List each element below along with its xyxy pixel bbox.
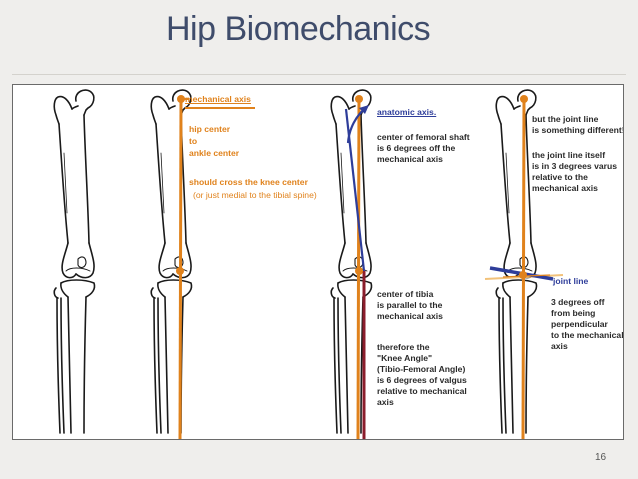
- femoral-shaft-label: is 6 degrees off the: [377, 143, 456, 153]
- leg-axes-figure: mechanical axis hip center to ankle cent…: [12, 84, 624, 440]
- leg-bone-mechanical: [150, 89, 193, 434]
- femoral-shaft-label: center of femoral shaft: [377, 132, 470, 142]
- joint-line-varus-label: mechanical axis: [532, 183, 598, 193]
- page-number: 16: [595, 452, 607, 463]
- to-label: to: [189, 136, 198, 146]
- knee-angle-label: axis: [377, 397, 394, 407]
- joint-line-intro: but the joint line: [532, 114, 599, 124]
- femoral-shaft-label: mechanical axis: [377, 154, 443, 164]
- three-degrees-label: axis: [551, 341, 568, 351]
- joint-line-varus-label: relative to the: [532, 172, 588, 182]
- title-divider: [12, 74, 626, 75]
- mechanical-axis-label: mechanical axis: [185, 94, 251, 104]
- knee-angle-label: is 6 degrees of valgus: [377, 375, 467, 385]
- joint-line-varus-label: the joint line itself: [532, 150, 606, 160]
- knee-angle-label: (Tibio-Femoral Angle): [377, 364, 466, 374]
- joint-line-label: joint line: [553, 276, 589, 286]
- three-degrees-label: perpendicular: [551, 319, 608, 329]
- tibial-spine-note: (or just medial to the tibial spine): [193, 190, 317, 200]
- leg-bone-joint-line: [495, 89, 538, 434]
- knee-angle-label: relative to mechanical: [377, 386, 467, 396]
- three-degrees-label: from being: [551, 308, 596, 318]
- hip-center-dot: [177, 95, 185, 103]
- tibia-center-label: mechanical axis: [377, 311, 443, 321]
- knee-center-dot: [176, 267, 184, 275]
- knee-angle-label: therefore the: [377, 342, 430, 352]
- joint-line-intro: is something different!: [532, 125, 624, 135]
- three-degrees-label: 3 degrees off: [551, 297, 605, 307]
- tibia-center-label: is parallel to the: [377, 300, 443, 310]
- mechanical-axis-line-3: [521, 98, 526, 439]
- label-underline: [185, 107, 255, 109]
- ankle-center-label: ankle center: [189, 148, 240, 158]
- joint-line-varus-label: is in 3 degrees varus: [532, 161, 618, 171]
- hip-center-label: hip center: [189, 124, 231, 134]
- knee-center-label: should cross the knee center: [189, 177, 308, 187]
- three-degrees-label: to the mechanical: [551, 330, 624, 340]
- slide-title: Hip Biomechanics: [166, 10, 431, 48]
- knee-angle-label: "Knee Angle": [377, 353, 433, 363]
- leg-bones-illustration: [53, 89, 564, 439]
- leg-bone-plain: [53, 89, 96, 434]
- tibia-center-label: center of tibia: [377, 289, 434, 299]
- anatomic-axis-label: anatomic axis.: [377, 107, 437, 117]
